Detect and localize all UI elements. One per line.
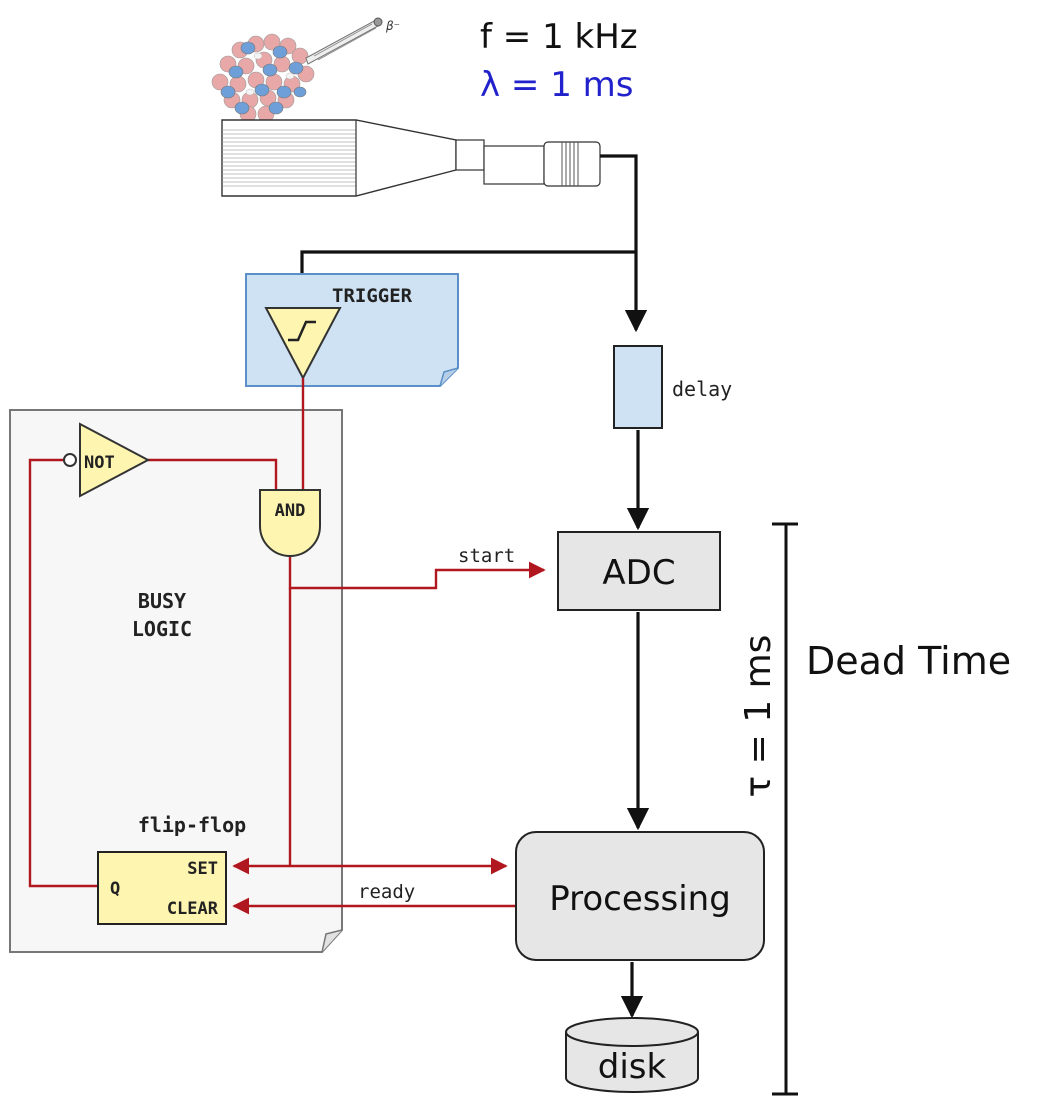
flip-flop-title: flip-flop — [138, 813, 246, 837]
nucleus-icon — [211, 33, 315, 123]
dead-time-bracket — [772, 522, 798, 1096]
processing-block — [515, 831, 765, 961]
wavelength-label: λ = 1 ms — [480, 65, 634, 105]
flip-flop-set: SET — [187, 859, 218, 879]
tau-label: τ = 1 ms — [738, 635, 779, 798]
busy-logic-title-line2: LOGIC — [132, 617, 192, 641]
start-signal-label: start — [458, 545, 515, 567]
busy-logic-title-line1: BUSY — [138, 589, 186, 613]
not-gate-label: NOT — [84, 453, 115, 473]
discriminator-icon — [264, 307, 342, 381]
delay-label: delay — [672, 377, 732, 401]
ready-signal-label: ready — [358, 881, 415, 903]
adc-label: ADC — [602, 553, 675, 593]
frequency-label: f = 1 kHz — [480, 17, 638, 57]
disk-label: disk — [598, 1047, 667, 1087]
busy-logic-wires — [28, 378, 546, 915]
trigger-label: TRIGGER — [332, 285, 413, 307]
adc-block — [557, 531, 721, 611]
detector-pmt — [221, 119, 601, 197]
beta-particle-track — [305, 17, 383, 65]
busy-logic-panel — [9, 409, 343, 953]
flip-flop-q: Q — [110, 879, 120, 899]
flip-flop-clear: CLEAR — [167, 899, 219, 919]
dead-time-label: Dead Time — [806, 639, 1011, 683]
delay-block — [613, 345, 663, 429]
flip-flop-block — [97, 851, 227, 925]
disk-cylinder — [565, 1017, 699, 1093]
and-gate-label: AND — [275, 501, 306, 521]
and-gate — [259, 489, 321, 557]
beta-label: β⁻ — [385, 19, 400, 33]
processing-label: Processing — [549, 879, 731, 919]
not-gate — [63, 422, 151, 498]
